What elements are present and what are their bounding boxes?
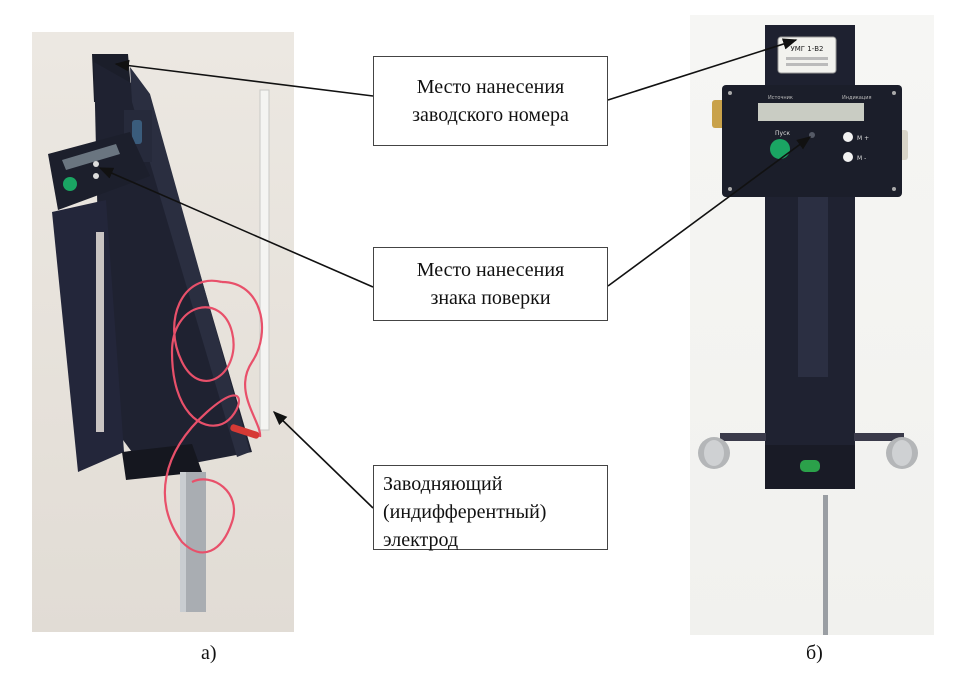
panel-label-left: Источник bbox=[768, 95, 793, 101]
callout-electrode-line2: (индифферентный) bbox=[383, 501, 547, 523]
plus-label: М + bbox=[857, 135, 869, 142]
serial-plate-label: УМГ 1-В2 bbox=[790, 45, 823, 53]
callout-electrode-line1: Заводняющий bbox=[383, 473, 503, 495]
verification-spot bbox=[809, 132, 815, 138]
level-bubble bbox=[800, 460, 820, 472]
electrode-rod bbox=[259, 89, 270, 431]
display-a bbox=[62, 144, 120, 170]
probe-b bbox=[823, 495, 828, 635]
red-wire bbox=[163, 279, 240, 554]
callout-electrode-line3: электрод bbox=[383, 529, 459, 551]
callout-electrode: Заводняющий (индифферентный) электрод bbox=[373, 465, 608, 551]
plus-button bbox=[843, 132, 853, 142]
device-b-illustration: УМГ 1-В2 Источник Индикация Пуск М + М - bbox=[698, 25, 918, 635]
callout-serial-line1: Место нанесения bbox=[416, 76, 565, 98]
start-button-b bbox=[770, 139, 790, 159]
serial-plate bbox=[777, 36, 837, 74]
callout-serial-line2: заводского номера bbox=[412, 104, 569, 126]
caption-right: б) bbox=[806, 642, 823, 664]
start-button-a bbox=[63, 177, 77, 191]
callout-verification-line2: знака поверки bbox=[430, 287, 551, 309]
connector-port bbox=[132, 120, 142, 144]
wire-clip bbox=[230, 424, 260, 439]
minus-button bbox=[843, 152, 853, 162]
photo-device-b: УМГ 1-В2 Источник Индикация Пуск М + М - bbox=[690, 15, 934, 635]
device-a-illustration bbox=[48, 54, 270, 612]
callout-verification-mark: Место нанесения знака поверки bbox=[373, 247, 608, 321]
callout-verification-line1: Место нанесения bbox=[416, 259, 565, 281]
minus-label: М - bbox=[857, 155, 866, 162]
panel-label-right: Индикация bbox=[842, 95, 871, 101]
start-label: Пуск bbox=[775, 130, 790, 137]
control-panel-b bbox=[722, 85, 902, 197]
callout-serial-number: Место нанесения заводского номера bbox=[373, 56, 608, 146]
display-b bbox=[758, 103, 864, 121]
caption-left: а) bbox=[201, 642, 217, 664]
photo-device-a bbox=[32, 32, 294, 632]
